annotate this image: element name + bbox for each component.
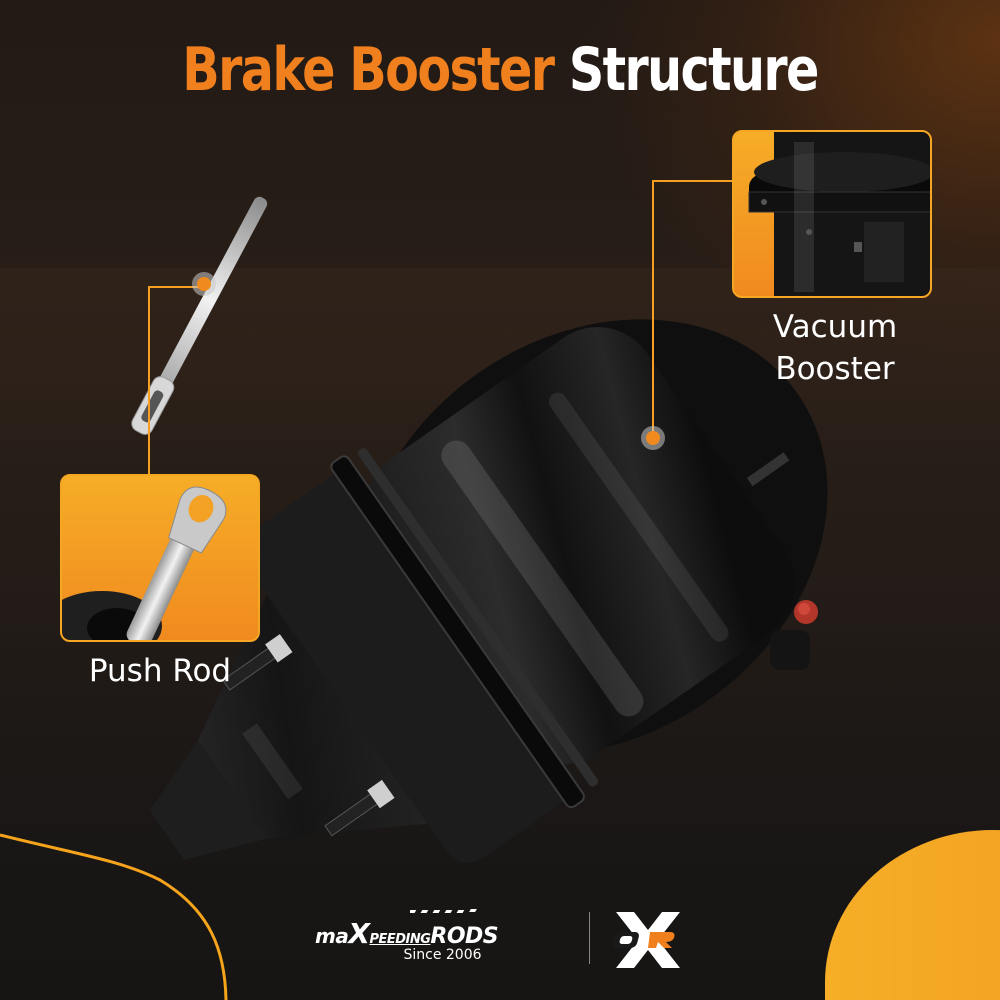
page-title: Brake Booster Structure (90, 30, 910, 110)
title-plain: Structure (568, 35, 819, 105)
brand-mid: PEEDING (369, 932, 431, 947)
push-rod-card (60, 474, 260, 642)
brand-logo: maXPEEDINGRODS Since 2006 (315, 905, 575, 975)
brand-name: maXPEEDINGRODS (315, 917, 570, 950)
push-rod-leader-horizontal (148, 286, 200, 288)
push-rod-marker (192, 272, 216, 296)
vacuum-booster-label-line1: Vacuum (772, 309, 898, 345)
brand-suffix: RODS (430, 924, 499, 949)
vacuum-booster-label: Vacuum Booster (735, 306, 935, 390)
vacuum-leader-vertical (652, 180, 654, 436)
brand-prefix: ma (315, 924, 349, 948)
vacuum-booster-detail-image (748, 132, 930, 296)
vacuum-booster-card (732, 130, 932, 298)
since-text: Since 2006 (403, 947, 482, 963)
push-rod-detail-image (62, 486, 227, 640)
decorative-curve (0, 833, 228, 1000)
footer-divider (589, 912, 590, 964)
vacuum-booster-marker (641, 426, 665, 450)
checkered-flag-icon (410, 909, 477, 913)
push-rod-leader-vertical (148, 286, 150, 476)
brand-x: X (348, 917, 370, 950)
vacuum-booster-label-line2: Booster (775, 351, 895, 387)
push-rod-label: Push Rod (88, 653, 232, 689)
or-x-logo-icon (612, 912, 680, 968)
vacuum-leader-horizontal (652, 180, 734, 182)
title-accent: Brake Booster (182, 35, 555, 105)
